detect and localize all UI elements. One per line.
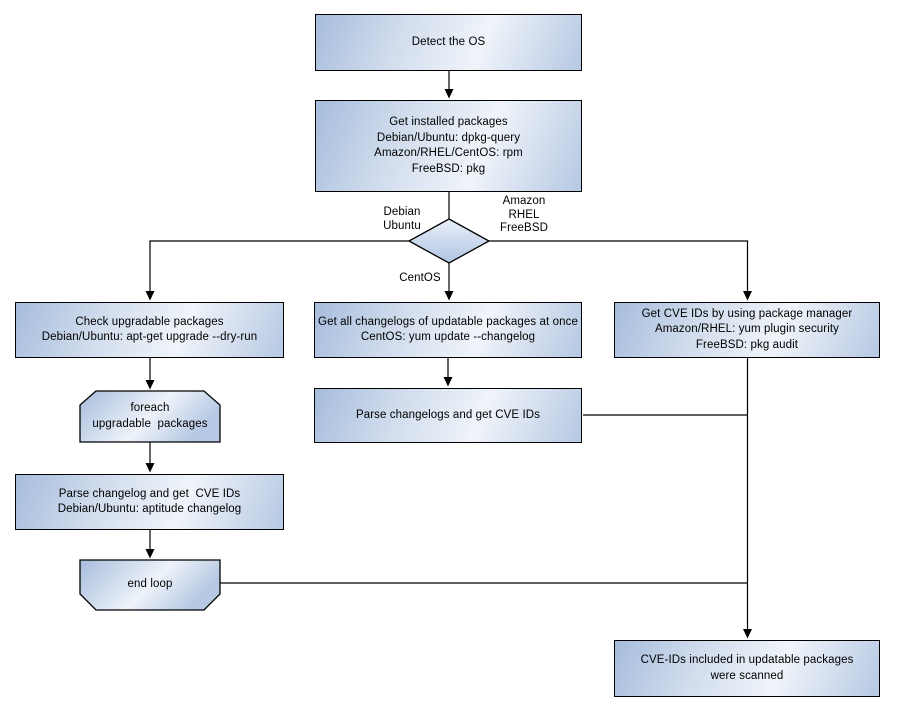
end-loop-shape <box>79 559 221 611</box>
foreach-loop-text-overlay: foreach upgradable packages <box>80 391 220 442</box>
node-check-upgradable-packages-label: Check upgradable packages Debian/Ubuntu:… <box>41 315 258 344</box>
node-get-all-changelogs: Get all changelogs of updatable packages… <box>314 302 582 358</box>
node-parse-changelog-debian: Parse changelog and get CVE IDs Debian/U… <box>15 474 284 530</box>
foreach-loop-label: foreach upgradable packages <box>92 402 208 430</box>
edge-label-debian-ubuntu: Debian Ubuntu <box>383 206 421 232</box>
node-parse-changelogs-centos-label: Parse changelogs and get CVE IDs <box>355 408 541 421</box>
node-get-cve-ids-pkg-manager-label: Get CVE IDs by using package manager Ama… <box>641 307 853 351</box>
end-loop-label: end loop <box>127 578 173 591</box>
node-result-scanned-label: CVE-IDs included in updatable packages w… <box>640 654 854 682</box>
node-get-installed-packages: Get installed packages Debian/Ubuntu: dp… <box>315 100 582 192</box>
node-result-scanned: CVE-IDs included in updatable packages w… <box>614 640 880 697</box>
end-loop-text-overlay: end loop <box>80 560 220 610</box>
foreach-loop-shape <box>79 390 221 443</box>
decision-diamond <box>407 218 491 264</box>
edge-decision-to-check-upgradable <box>145 240 409 301</box>
node-get-installed-packages-label: Get installed packages Debian/Ubuntu: dp… <box>374 116 523 175</box>
node-get-all-changelogs-label: Get all changelogs of updatable packages… <box>318 315 578 344</box>
node-check-upgradable-packages: Check upgradable packages Debian/Ubuntu:… <box>15 302 284 358</box>
edge-label-centos: CentOS <box>399 272 441 284</box>
node-parse-changelog-debian-label: Parse changelog and get CVE IDs Debian/U… <box>57 487 242 516</box>
edge-decision-to-get-cve <box>489 240 752 301</box>
edge-label-amazon-rhel-freebsd: Amazon RHEL FreeBSD <box>500 195 548 234</box>
node-parse-changelogs-centos: Parse changelogs and get CVE IDs <box>314 388 582 443</box>
node-get-cve-ids-pkg-manager: Get CVE IDs by using package manager Ama… <box>614 302 880 358</box>
node-detect-os-label: Detect the OS <box>411 35 486 48</box>
node-detect-os: Detect the OS <box>315 14 582 71</box>
